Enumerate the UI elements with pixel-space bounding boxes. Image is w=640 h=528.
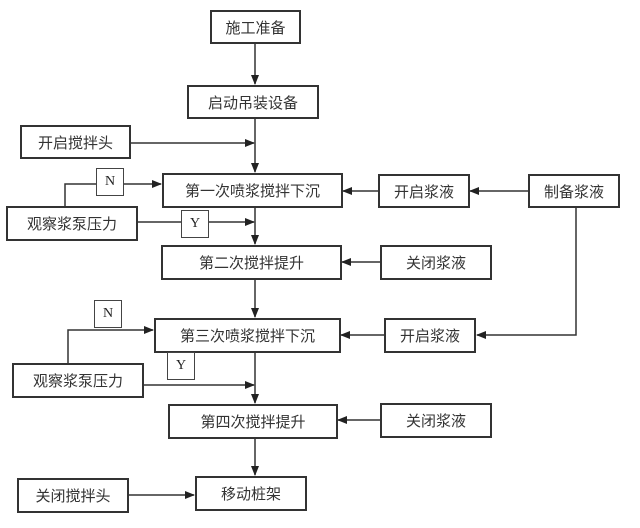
node-close-slurry-2: 关闭浆液 [380, 403, 492, 438]
node-open-slurry-1: 开启浆液 [378, 174, 470, 208]
decision-yes-2: Y [167, 352, 195, 380]
edge-make-to-open2 [476, 208, 577, 339]
node-close-slurry-1: 关闭浆液 [380, 245, 492, 280]
node-prep: 施工准备 [210, 10, 301, 44]
decision-no-1: N [96, 168, 124, 196]
node-observe-pressure-2: 观察浆泵压力 [12, 363, 144, 398]
edge-observe1-no [64, 183, 96, 206]
edge-observe2-no [67, 326, 154, 363]
node-open-slurry-2: 开启浆液 [384, 318, 476, 353]
node-open-mixer-head: 开启搅拌头 [20, 125, 131, 159]
node-spray-down-1: 第一次喷浆搅拌下沉 [162, 173, 343, 208]
node-spray-down-3: 第三次喷浆搅拌下沉 [154, 318, 341, 353]
node-start-hoist: 启动吊装设备 [187, 85, 319, 119]
decision-yes-1: Y [181, 210, 209, 238]
node-lift-2: 第二次搅拌提升 [161, 245, 342, 280]
node-make-slurry: 制备浆液 [528, 174, 620, 208]
node-move-rig: 移动桩架 [195, 476, 307, 511]
node-observe-pressure-1: 观察浆泵压力 [6, 206, 138, 241]
node-close-mixer-head: 关闭搅拌头 [17, 478, 129, 513]
decision-no-2: N [94, 300, 122, 328]
node-lift-4: 第四次搅拌提升 [168, 404, 338, 439]
